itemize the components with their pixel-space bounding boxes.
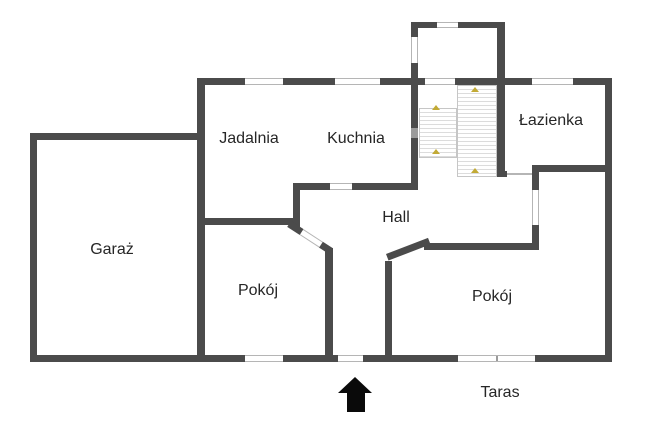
wall-vestibule-left-b [411, 63, 418, 190]
window-kuchnia-bottom [330, 183, 352, 190]
wall-stairwell-right [497, 22, 505, 177]
door-entrance-opening [338, 355, 363, 362]
entrance-arrow-head [338, 377, 372, 393]
wall-bottom-d [535, 355, 612, 362]
room-label-pokoj-right: Pokój [471, 288, 513, 305]
wall-top-b [283, 78, 335, 85]
wall-kuchnia-bottom-b [352, 183, 418, 190]
room-label-taras: Taras [480, 384, 520, 401]
wall-top-f [505, 78, 532, 85]
wall-top-c [380, 78, 411, 85]
room-label-jadalnia: Jadalnia [219, 130, 279, 147]
room-label-pokoj-left: Pokój [237, 282, 279, 299]
stairs-main-flight [457, 85, 497, 177]
wall-bottom-c [363, 355, 458, 362]
wall-lazienka-bottom [532, 165, 612, 172]
stair-direction-marker [471, 87, 479, 92]
room-label-kuchnia: Kuchnia [327, 130, 385, 147]
wall-bottom-a [30, 355, 245, 362]
wall-vestibule-top-a [411, 22, 437, 28]
wall-kuchnia-bottom-a [293, 183, 330, 190]
wall-vestibule-left-a [411, 22, 418, 37]
wall-pokoj-right-top [424, 243, 539, 250]
wall-garage-top [30, 133, 205, 140]
wall-house-right [605, 78, 612, 362]
window-kuchnia-top [335, 78, 380, 85]
room-label-lazienka: Łazienka [518, 112, 584, 129]
room-label-garaz: Garaż [90, 241, 134, 258]
wall-pokoj-right-vert [532, 225, 539, 250]
wall-pokoj-left-right [325, 248, 333, 362]
wall-top-d [418, 78, 425, 85]
wall-kuchnia-left-vert [293, 183, 300, 228]
wall-bottom-b [283, 355, 338, 362]
wall-jadalnia-bottom [197, 218, 293, 225]
wall-top-g [573, 78, 612, 85]
window-divider [496, 356, 498, 361]
entrance-arrow-shaft [347, 392, 365, 412]
stair-direction-marker [471, 168, 479, 173]
window-vestibule-top [437, 22, 458, 28]
wall-lazienka-stub [532, 165, 539, 190]
stair-direction-marker [432, 105, 440, 110]
wall-pokoj-right-left [385, 261, 392, 362]
stairwell-door-marker [411, 128, 418, 138]
window-vestibule-left [411, 37, 418, 63]
wall-top-e [455, 78, 497, 85]
wall-top-a [197, 78, 245, 85]
door-vestibule-opening [425, 78, 455, 85]
door-pokoj-right-opening [532, 190, 539, 225]
door-lazienka-opening [507, 173, 532, 175]
room-label-hall: Hall [382, 209, 410, 226]
stair-direction-marker [432, 149, 440, 154]
wall-vestibule-top-b [458, 22, 505, 28]
window-pokoj-left [245, 355, 283, 362]
wall-stair-foot-stub [497, 171, 507, 177]
window-lazienka [532, 78, 573, 85]
window-jadalnia [245, 78, 283, 85]
wall-garage-left [30, 133, 37, 362]
